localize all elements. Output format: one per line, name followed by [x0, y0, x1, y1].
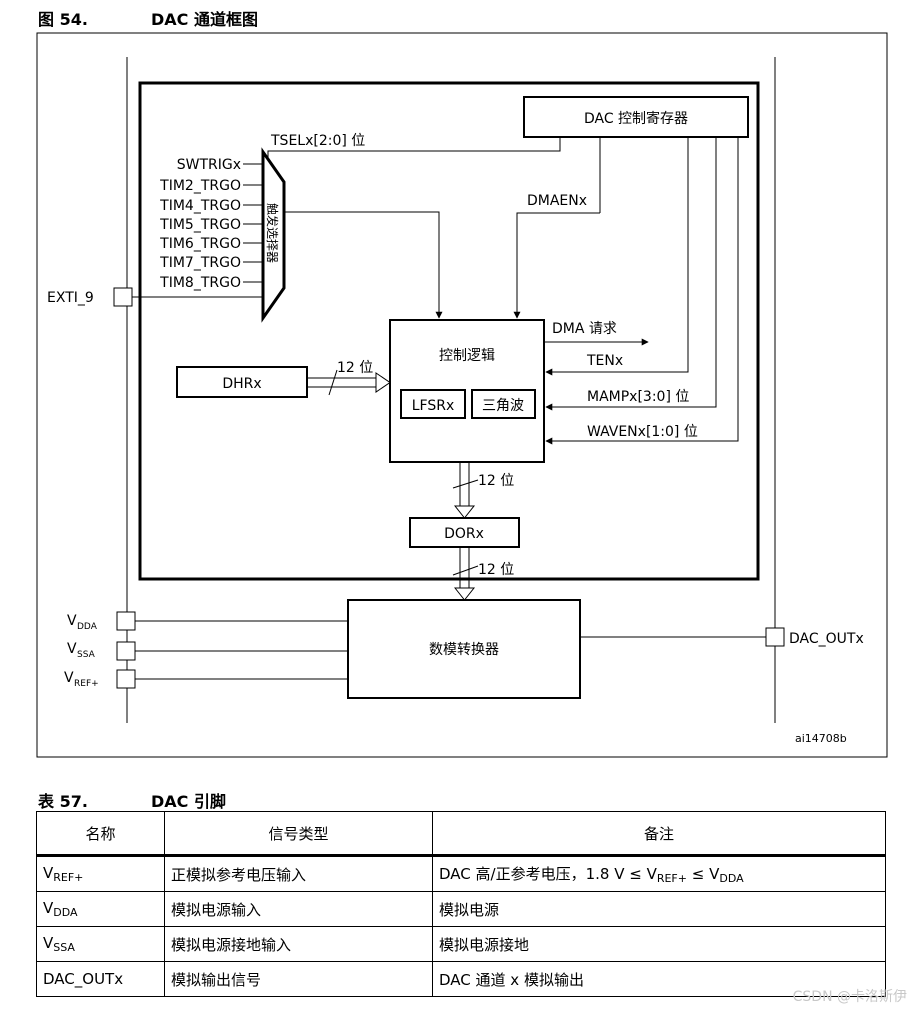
remark: 模拟电源	[432, 891, 886, 927]
vdda-pin: V DDA	[67, 611, 348, 632]
dor-box	[409, 517, 520, 548]
figure-caption-title: DAC 通道框图	[151, 10, 258, 29]
table-row: VSSA 模拟电源接地输入 模拟电源接地	[36, 926, 886, 962]
dac-pins-table: 名称 信号类型 备注 VREF+ 正模拟参考电压输入 DAC 高/正参考电压，1…	[36, 811, 886, 997]
table-caption-title: DAC 引脚	[151, 792, 226, 811]
watermark: CSDN @卡洛斯伊	[792, 989, 907, 1005]
table-row: DAC_OUTx 模拟输出信号 DAC 通道 x 模拟输出	[36, 961, 886, 997]
table-caption: 表 57. DAC 引脚	[38, 788, 226, 812]
vref-pin: V REF+	[64, 669, 348, 689]
pin-name: DAC_OUTx	[36, 961, 165, 997]
header-signal-type: 信号类型	[164, 811, 433, 857]
dmaen-label: DMAENx	[527, 193, 587, 209]
dor-to-converter-bus	[452, 547, 479, 601]
trigger-tim2: TIM2_TRGO	[159, 178, 241, 194]
wave-line	[545, 137, 739, 445]
dor-to-converter-bits: 12 位	[478, 562, 514, 578]
dac-out-pin	[765, 627, 785, 647]
figure-caption: 图 54. DAC 通道框图	[38, 6, 258, 30]
trigger-tim4: TIM4_TRGO	[159, 198, 241, 214]
dor-label: DORx	[444, 526, 484, 542]
dac-out-label: DAC_OUTx	[789, 631, 864, 647]
dhr-label: DHRx	[222, 376, 261, 392]
mamp-label: MAMPx[3:0] 位	[587, 389, 689, 405]
control-logic-label: 控制逻辑	[439, 348, 495, 364]
signal-type: 模拟电源输入	[164, 891, 433, 927]
table-row: VDDA 模拟电源输入 模拟电源	[36, 891, 886, 927]
tsel-label: TSELx[2:0] 位	[270, 133, 365, 149]
svg-text:V: V	[67, 613, 77, 629]
triangle-box	[471, 389, 536, 419]
trigger-tim7: TIM7_TRGO	[159, 255, 241, 271]
table-header-row: 名称 信号类型 备注	[36, 811, 886, 857]
vssa-pin: V SSA	[67, 641, 348, 661]
svg-text:V: V	[67, 641, 77, 657]
svg-text:SSA: SSA	[77, 650, 96, 660]
figure-id: ai14708b	[795, 732, 847, 745]
lfsr-box	[400, 389, 466, 419]
header-name: 名称	[36, 811, 165, 857]
trigger-selector-label: 触发选择器	[265, 203, 280, 263]
mamp-line	[545, 137, 717, 411]
logic-to-dor-bus	[452, 462, 479, 519]
trigger-swtrig: SWTRIGx	[177, 157, 241, 173]
logic-to-dor-bits: 12 位	[478, 473, 514, 489]
signal-type: 模拟输出信号	[164, 961, 433, 997]
trigger-tim5: TIM5_TRGO	[159, 217, 241, 233]
figure-caption-label: 图 54.	[38, 10, 88, 29]
wave-label: WAVENx[1:0] 位	[587, 424, 698, 440]
tsel-line	[267, 137, 561, 162]
dac-channel-diagram: DAC 控制寄存器 TSELx[2:0] 位 DMAENx 触发选择器 SWTR…	[36, 32, 888, 758]
dhr-box	[176, 366, 308, 398]
ten-label: TENx	[586, 353, 623, 369]
trigger-inputs: SWTRIGx TIM2_TRGO TIM4_TRGO TIM5_TRGO TI…	[159, 157, 263, 291]
converter-label: 数模转换器	[429, 641, 499, 658]
pin-name: VDDA	[36, 891, 165, 927]
trigger-selector	[261, 147, 286, 323]
exti-label: EXTI_9	[47, 290, 94, 306]
header-remarks: 备注	[432, 811, 886, 857]
pin-name: VSSA	[36, 926, 165, 962]
lfsr-label: LFSRx	[412, 398, 455, 414]
svg-text:V: V	[64, 670, 74, 686]
svg-text:DDA: DDA	[77, 622, 98, 632]
dhr-bits-label: 12 位	[337, 360, 373, 376]
remark: 模拟电源接地	[432, 926, 886, 962]
exti-pin	[113, 287, 133, 307]
figure-frame	[36, 32, 888, 758]
svg-text:REF+: REF+	[74, 679, 99, 689]
dac-control-register-label: DAC 控制寄存器	[584, 110, 688, 127]
dac-control-register-box	[523, 96, 749, 138]
signal-type: 模拟电源接地输入	[164, 926, 433, 962]
dmaen-arrow	[513, 212, 600, 319]
remark: DAC 高/正参考电压，1.8 V ≤ VREF+ ≤ VDDA	[432, 855, 886, 892]
trigger-tim6: TIM6_TRGO	[159, 236, 241, 252]
dhr-bus-arrow	[307, 369, 391, 396]
triangle-label: 三角波	[482, 398, 524, 414]
remark: DAC 通道 x 模拟输出	[432, 961, 886, 997]
ten-line	[545, 137, 689, 376]
dma-request-label: DMA 请求	[552, 321, 617, 337]
trigger-tim8: TIM8_TRGO	[159, 275, 241, 291]
mux-output-line	[284, 211, 443, 319]
converter-box	[347, 599, 581, 699]
pin-name: VREF+	[36, 855, 165, 892]
table-caption-label: 表 57.	[38, 792, 88, 811]
signal-type: 正模拟参考电压输入	[164, 855, 433, 892]
table-row: VREF+ 正模拟参考电压输入 DAC 高/正参考电压，1.8 V ≤ VREF…	[36, 855, 886, 892]
